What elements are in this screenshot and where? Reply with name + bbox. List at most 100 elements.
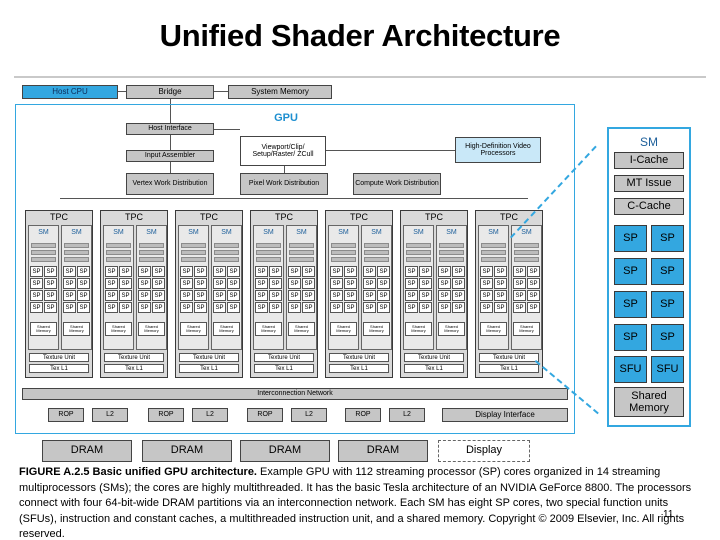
- sm-cache-row: [406, 250, 431, 255]
- sp-core: SP: [527, 266, 540, 277]
- sm-cache-row: [481, 250, 506, 255]
- sm-label: SM: [296, 229, 307, 236]
- sm-cache-row: [256, 243, 281, 248]
- sp-core: SP: [419, 290, 432, 301]
- sp-core: SP: [513, 290, 526, 301]
- sp-core: SP: [438, 290, 451, 301]
- sp-core: SP: [494, 278, 507, 289]
- tpc-label: TPC: [50, 212, 68, 222]
- sp-core: SP: [105, 290, 118, 301]
- sm-cache-row: [64, 257, 89, 262]
- rop-box: ROP: [247, 408, 283, 422]
- sm-cache-row: [289, 243, 314, 248]
- sm-cache-row: [181, 243, 206, 248]
- sp-core: SP: [419, 266, 432, 277]
- sm-cache-row: [214, 243, 239, 248]
- sp-core: SP: [363, 290, 376, 301]
- tex-l1-box: Tex L1: [254, 364, 314, 373]
- sp-core: SP: [438, 266, 451, 277]
- sm-label: SM: [413, 229, 424, 236]
- tex-l1-box: Tex L1: [479, 364, 539, 373]
- sp-core: SP: [363, 266, 376, 277]
- sm-cache-row: [181, 250, 206, 255]
- sp-core: SP: [302, 278, 315, 289]
- sm-sp-core: SP: [614, 324, 647, 351]
- rop-box: ROP: [48, 408, 84, 422]
- sp-core: SP: [405, 278, 418, 289]
- sp-core: SP: [44, 266, 57, 277]
- sp-core: SP: [44, 278, 57, 289]
- sm-cache-row: [364, 250, 389, 255]
- sp-core: SP: [438, 278, 451, 289]
- sp-core: SP: [363, 302, 376, 313]
- viewport-raster-box: Viewport/Clip/ Setup/Raster/ ZCull: [240, 136, 326, 166]
- sm-label: SM: [113, 229, 124, 236]
- sp-core: SP: [288, 278, 301, 289]
- sp-core: SP: [363, 278, 376, 289]
- sm-shared-memory-box: Shared Memory: [614, 387, 684, 417]
- sm-cache-row: [439, 257, 464, 262]
- sp-core: SP: [77, 266, 90, 277]
- l2-box: L2: [192, 408, 228, 422]
- sp-core: SP: [152, 302, 165, 313]
- sm-cache-row: [481, 243, 506, 248]
- sm-cache-row: [514, 250, 539, 255]
- sp-core: SP: [255, 266, 268, 277]
- sp-core: SP: [269, 302, 282, 313]
- sp-core: SP: [480, 302, 493, 313]
- sp-core: SP: [213, 290, 226, 301]
- connector-line: [214, 129, 240, 130]
- sp-core: SP: [138, 278, 151, 289]
- sp-core: SP: [119, 290, 132, 301]
- sp-core: SP: [377, 278, 390, 289]
- sm-label: SM: [371, 229, 382, 236]
- sm-cache-row: [139, 257, 164, 262]
- mt-issue-box: MT Issue: [614, 175, 684, 192]
- sp-core: SP: [527, 290, 540, 301]
- sp-core: SP: [344, 278, 357, 289]
- shared-memory-block: Shared Memory: [30, 322, 57, 336]
- sp-core: SP: [330, 266, 343, 277]
- sp-core: SP: [119, 302, 132, 313]
- sm-cache-row: [364, 243, 389, 248]
- texture-unit-box: Texture Unit: [404, 353, 464, 362]
- sp-core: SP: [302, 290, 315, 301]
- shared-memory-block: Shared Memory: [63, 322, 90, 336]
- dram-box: DRAM: [240, 440, 330, 462]
- sm-cache-row: [31, 257, 56, 262]
- texture-unit-box: Texture Unit: [179, 353, 239, 362]
- system-memory-box: System Memory: [228, 85, 332, 99]
- sm-cache-row: [64, 250, 89, 255]
- sp-core: SP: [105, 302, 118, 313]
- sp-core: SP: [213, 278, 226, 289]
- sp-core: SP: [30, 266, 43, 277]
- sp-core: SP: [138, 302, 151, 313]
- figure-caption: FIGURE A.2.5 Basic unified GPU architect…: [19, 465, 707, 540]
- input-assembler-box: Input Assembler: [126, 150, 214, 162]
- connector-line: [170, 99, 171, 123]
- sp-core: SP: [438, 302, 451, 313]
- sm-cache-row: [181, 257, 206, 262]
- sm-cache-row: [406, 257, 431, 262]
- sp-core: SP: [527, 278, 540, 289]
- sp-core: SP: [194, 290, 207, 301]
- sm-sp-core: SP: [651, 324, 684, 351]
- shared-memory-block: Shared Memory: [213, 322, 240, 336]
- sp-core: SP: [288, 266, 301, 277]
- sp-core: SP: [452, 278, 465, 289]
- sm-sfu-unit: SFU: [614, 356, 647, 383]
- sp-core: SP: [105, 278, 118, 289]
- page-number: 11: [663, 509, 674, 520]
- sp-core: SP: [302, 302, 315, 313]
